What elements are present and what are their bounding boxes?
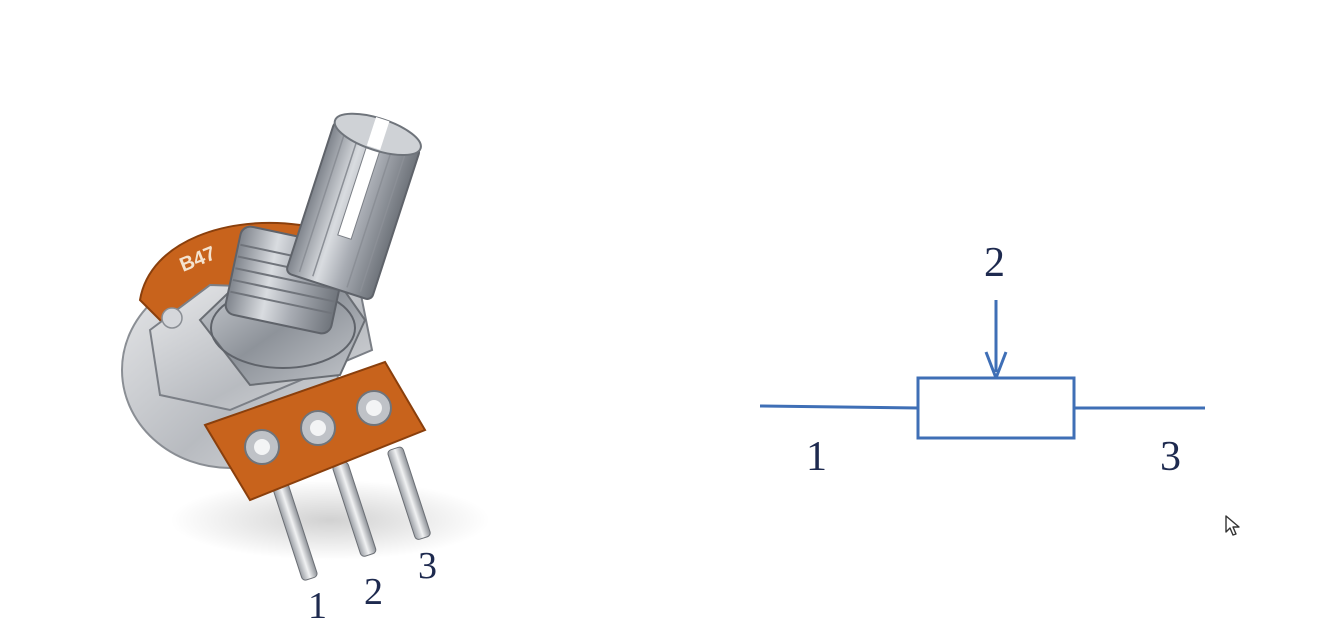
potentiometer-schematic <box>759 300 1205 440</box>
schematic-lead-left <box>759 404 919 410</box>
schematic-label-1: 1 <box>806 434 827 480</box>
potentiometer-pins <box>272 446 431 581</box>
photo-pin-label-3: 3 <box>418 545 437 587</box>
schematic-label-2: 2 <box>984 240 1005 286</box>
potentiometer-photo: B47 <box>121 112 490 627</box>
solder-eyelets <box>244 390 392 465</box>
photo-pin-labels: 1 2 3 <box>308 545 437 627</box>
schematic-labels: 2 1 3 <box>806 240 1181 480</box>
schematic-resistor-body <box>916 376 1076 440</box>
shaft <box>286 112 422 300</box>
photo-pin-label-1: 1 <box>308 585 327 627</box>
photo-pin-label-2: 2 <box>364 571 383 613</box>
mouse-cursor-icon <box>1225 515 1240 536</box>
schematic-label-3: 3 <box>1160 434 1181 480</box>
schematic-wiper-arrowhead <box>984 351 1008 380</box>
